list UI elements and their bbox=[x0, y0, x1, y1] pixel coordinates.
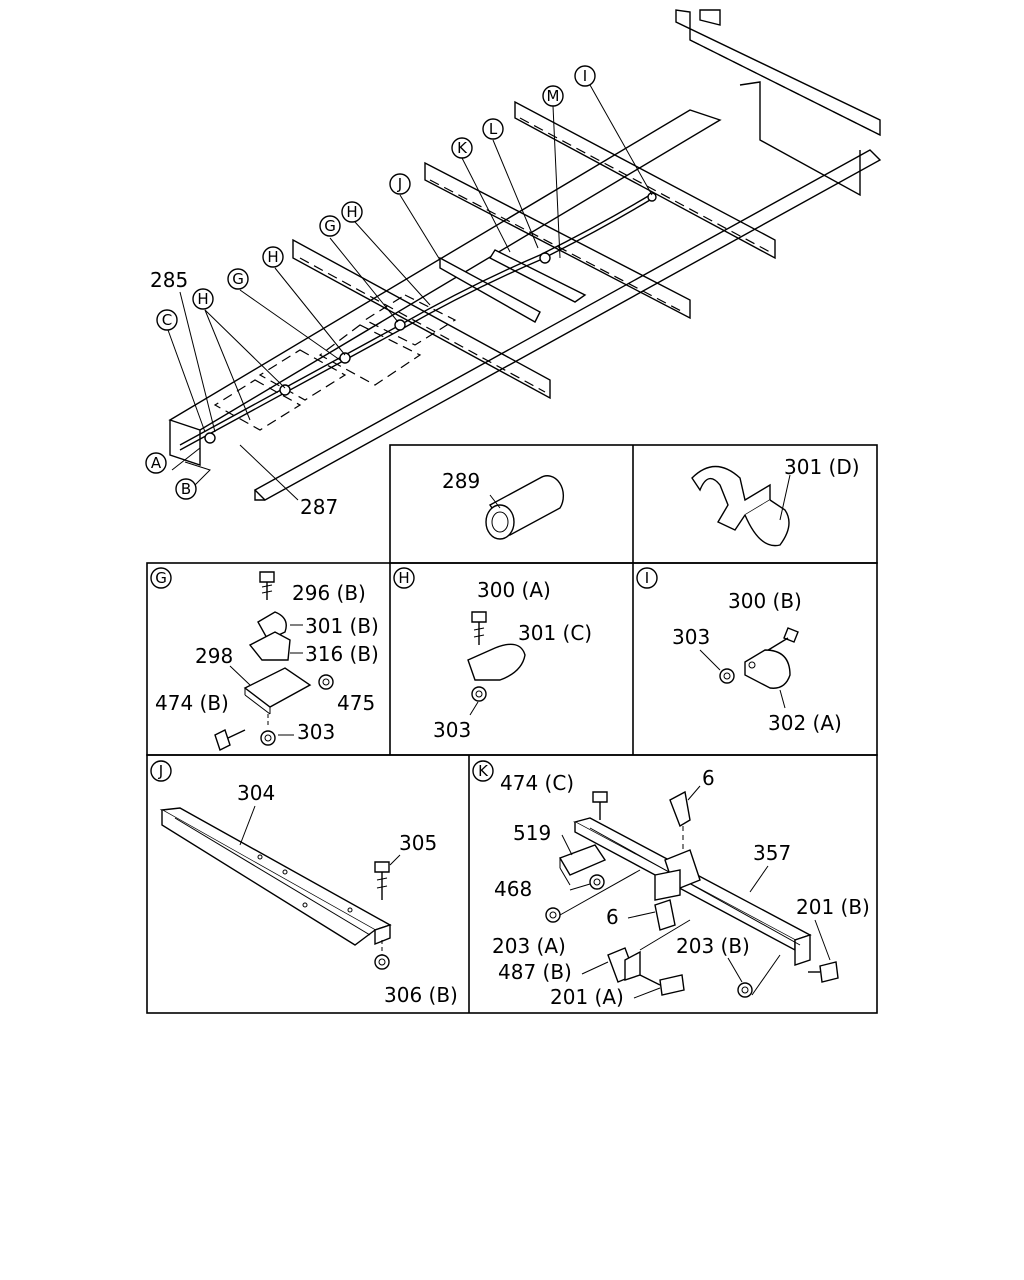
panel-k: K bbox=[472, 760, 870, 1009]
callout-h-1: H bbox=[192, 288, 214, 310]
label-468: 468 bbox=[494, 877, 532, 901]
callout-g-2: G bbox=[319, 215, 341, 237]
callout-g-1: G bbox=[227, 268, 249, 290]
label-487b: 487 (B) bbox=[498, 960, 572, 984]
label-298: 298 bbox=[195, 644, 233, 668]
panel-i-tag: I bbox=[645, 569, 649, 587]
label-203b: 203 (B) bbox=[676, 934, 750, 958]
label-357: 357 bbox=[753, 841, 791, 865]
label-201a: 201 (A) bbox=[550, 985, 624, 1009]
label-474b: 474 (B) bbox=[155, 691, 229, 715]
label-475: 475 bbox=[337, 691, 375, 715]
callout-h-3: H bbox=[341, 201, 363, 223]
label-296b: 296 (B) bbox=[292, 581, 366, 605]
label-474c: 474 (C) bbox=[500, 771, 574, 795]
label-302a: 302 (A) bbox=[768, 711, 842, 735]
callout-m: M bbox=[542, 85, 564, 107]
svg-text:A: A bbox=[151, 454, 162, 472]
callout-b: B bbox=[175, 478, 197, 500]
callout-i: I bbox=[574, 65, 596, 87]
callout-j: J bbox=[389, 173, 411, 195]
label-303-h: 303 bbox=[433, 718, 471, 742]
label-300b: 300 (B) bbox=[728, 589, 802, 613]
svg-text:G: G bbox=[232, 270, 244, 288]
panel-h: H 300 (A) 301 (C) 303 bbox=[393, 567, 592, 742]
panel-i: I 300 (B) 303 302 (A) bbox=[636, 567, 842, 735]
label-301d: 301 (D) bbox=[784, 455, 860, 479]
panel-301d: 301 (D) bbox=[691, 455, 860, 547]
svg-text:G: G bbox=[324, 217, 336, 235]
panel-g-tag: G bbox=[155, 569, 167, 587]
label-287: 287 bbox=[300, 495, 338, 519]
label-519: 519 bbox=[513, 821, 551, 845]
panel-j: J 304 305 306 (B) bbox=[150, 760, 458, 1007]
label-6-bottom: 6 bbox=[606, 905, 619, 929]
callout-h-2: H bbox=[262, 246, 284, 268]
label-201b: 201 (B) bbox=[796, 895, 870, 919]
label-305: 305 bbox=[399, 831, 437, 855]
detail-frames bbox=[146, 444, 878, 1014]
label-285: 285 bbox=[150, 268, 188, 292]
svg-text:L: L bbox=[489, 120, 498, 138]
label-301c: 301 (C) bbox=[518, 621, 592, 645]
callout-k: K bbox=[451, 137, 473, 159]
panel-289: 289 bbox=[442, 469, 565, 540]
panel-j-tag: J bbox=[158, 762, 163, 780]
label-303-g: 303 bbox=[297, 720, 335, 744]
label-316b: 316 (B) bbox=[305, 642, 379, 666]
svg-text:K: K bbox=[457, 139, 468, 157]
callout-a: A bbox=[145, 452, 167, 474]
svg-text:H: H bbox=[197, 290, 208, 308]
svg-text:J: J bbox=[397, 175, 402, 193]
label-289: 289 bbox=[442, 469, 480, 493]
svg-text:B: B bbox=[181, 480, 191, 498]
svg-text:H: H bbox=[267, 248, 278, 266]
label-6-top: 6 bbox=[702, 766, 715, 790]
panel-g: G 296 (B) 301 (B) 298 316 (B) 474 (B) 47… bbox=[150, 567, 379, 751]
chassis-overview bbox=[167, 9, 882, 501]
callout-l: L bbox=[482, 118, 504, 140]
label-301b: 301 (B) bbox=[305, 614, 379, 638]
label-303-i: 303 bbox=[672, 625, 710, 649]
label-306b: 306 (B) bbox=[384, 983, 458, 1007]
svg-text:H: H bbox=[346, 203, 357, 221]
label-304: 304 bbox=[237, 781, 275, 805]
panel-h-tag: H bbox=[398, 569, 409, 587]
svg-text:I: I bbox=[583, 67, 587, 85]
svg-text:M: M bbox=[547, 87, 560, 105]
svg-text:C: C bbox=[162, 311, 172, 329]
label-300a: 300 (A) bbox=[477, 578, 551, 602]
overview-callouts: A B C H G H G H J K L M I 285 287 bbox=[145, 65, 596, 519]
label-203a: 203 (A) bbox=[492, 934, 566, 958]
panel-k-tag: K bbox=[478, 762, 489, 780]
callout-c: C bbox=[156, 309, 178, 331]
